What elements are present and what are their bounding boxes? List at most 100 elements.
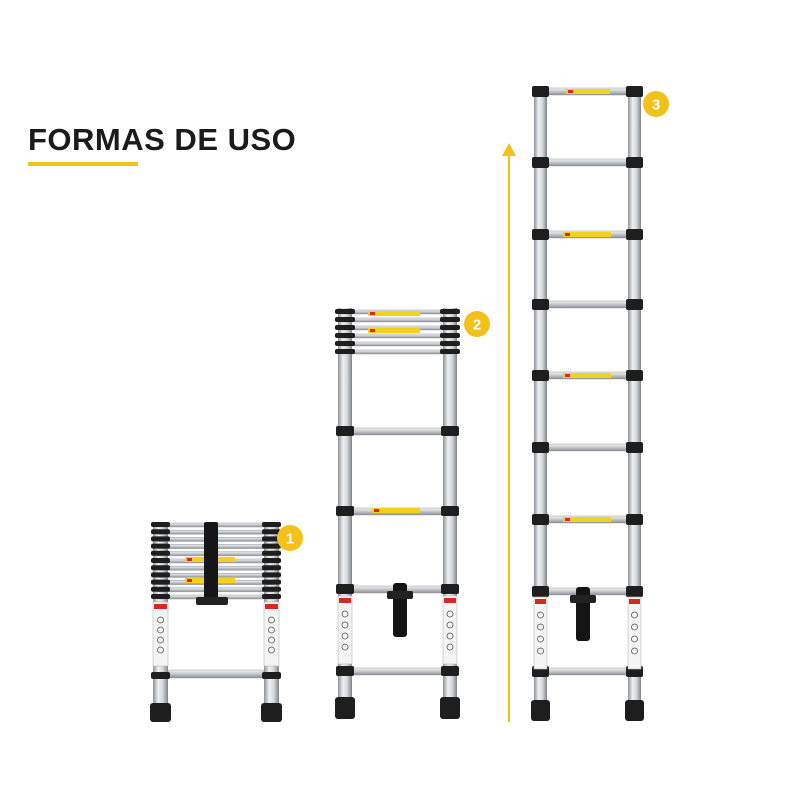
pictogram-icon bbox=[341, 643, 349, 651]
pictogram-icon bbox=[631, 635, 638, 643]
pictogram-icon bbox=[341, 621, 349, 629]
warning-label-mark bbox=[374, 509, 379, 512]
rubber-foot-icon bbox=[531, 700, 550, 721]
rail-clamp bbox=[532, 299, 549, 310]
rail-clamp bbox=[532, 229, 549, 240]
warning-label-mark bbox=[565, 233, 570, 236]
rail-clamp bbox=[626, 86, 643, 97]
sticker-red-band bbox=[444, 598, 456, 603]
rail-clamp bbox=[440, 341, 460, 346]
step-badge-number: 2 bbox=[473, 317, 481, 334]
instruction-sticker bbox=[442, 595, 458, 665]
ladder-rail bbox=[534, 88, 547, 718]
ladder-rung bbox=[546, 667, 629, 676]
rail-clamp bbox=[262, 522, 281, 527]
ladder-rung bbox=[546, 300, 629, 309]
ladder-rail bbox=[628, 88, 641, 718]
warning-label-mark bbox=[568, 90, 573, 93]
ladder-extended bbox=[531, 86, 644, 721]
rubber-foot-icon bbox=[150, 703, 171, 722]
rubber-foot-icon bbox=[625, 700, 644, 721]
pictogram-icon bbox=[157, 616, 164, 624]
rail-clamp bbox=[335, 317, 355, 322]
ladder-collapsed bbox=[150, 522, 282, 722]
rail-clamp bbox=[335, 325, 355, 330]
pictogram-icon bbox=[268, 626, 275, 634]
ladder-rung bbox=[340, 333, 454, 339]
step-badge-3 bbox=[643, 91, 669, 117]
instruction-sticker bbox=[263, 601, 280, 667]
strap-buckle bbox=[196, 597, 228, 605]
rail-clamp bbox=[262, 558, 281, 563]
rail-clamp bbox=[336, 426, 354, 436]
pictogram-icon bbox=[537, 611, 544, 619]
rail-clamp bbox=[532, 86, 549, 97]
rail-clamp bbox=[151, 572, 170, 578]
rail-clamp bbox=[440, 333, 460, 338]
rail-clamp bbox=[440, 317, 460, 322]
pictogram-icon bbox=[631, 611, 638, 619]
rail-clamp bbox=[626, 514, 643, 525]
rail-clamp bbox=[151, 594, 170, 599]
warning-label-mark bbox=[565, 374, 570, 377]
rail-clamp bbox=[335, 349, 355, 354]
rail-clamp bbox=[532, 586, 549, 597]
pictogram-icon bbox=[537, 647, 544, 655]
title-underline bbox=[28, 162, 138, 166]
rail-clamp bbox=[262, 672, 281, 679]
rail-clamp bbox=[151, 558, 170, 563]
sticker-red-band bbox=[154, 604, 167, 609]
warning-label bbox=[372, 508, 420, 513]
pictogram-icon bbox=[537, 623, 544, 631]
warning-label bbox=[563, 517, 611, 522]
pictogram-icon bbox=[446, 621, 454, 629]
strap-icon bbox=[204, 522, 218, 604]
sticker-red-band bbox=[339, 598, 351, 603]
rail-clamp bbox=[441, 506, 459, 516]
rail-clamp bbox=[336, 506, 354, 516]
rail-clamp bbox=[532, 514, 549, 525]
warning-label-mark bbox=[187, 558, 192, 561]
ladder-rung bbox=[546, 158, 629, 167]
rail-clamp bbox=[335, 341, 355, 346]
warning-label-mark bbox=[565, 518, 570, 521]
ladder-partial bbox=[335, 308, 460, 719]
sticker-red-band bbox=[265, 604, 278, 609]
rail-clamp bbox=[151, 586, 170, 592]
rail-clamp bbox=[151, 565, 170, 571]
rail-clamp bbox=[626, 157, 643, 168]
instruction-sticker bbox=[337, 595, 353, 665]
rail-clamp bbox=[262, 565, 281, 571]
strap-buckle bbox=[387, 591, 413, 599]
pictogram-icon bbox=[157, 636, 164, 644]
pictogram-icon bbox=[268, 636, 275, 644]
ladder-rung bbox=[340, 317, 454, 323]
rail-clamp bbox=[626, 229, 643, 240]
rail-clamp bbox=[532, 157, 549, 168]
warning-label bbox=[368, 311, 420, 316]
rail-clamp bbox=[532, 370, 549, 381]
rail-clamp bbox=[336, 666, 354, 676]
pictogram-icon bbox=[446, 610, 454, 618]
ladder-rung bbox=[351, 667, 444, 676]
warning-label-mark bbox=[370, 312, 375, 315]
rail-clamp bbox=[151, 522, 170, 527]
rubber-foot-icon bbox=[335, 697, 355, 719]
instruction-sticker bbox=[533, 596, 548, 670]
pictogram-icon bbox=[268, 616, 275, 624]
rail-clamp bbox=[440, 349, 460, 354]
warning-label-mark bbox=[187, 579, 192, 582]
rail-clamp bbox=[262, 579, 281, 585]
rail-clamp bbox=[151, 550, 170, 556]
warning-label bbox=[563, 232, 611, 237]
rail-clamp bbox=[626, 370, 643, 381]
rail-clamp bbox=[262, 594, 281, 599]
page-title: FORMAS DE USO bbox=[28, 122, 297, 157]
warning-label bbox=[563, 373, 611, 378]
instruction-sticker bbox=[627, 596, 642, 670]
sticker-red-band bbox=[535, 599, 546, 604]
pictogram-icon bbox=[341, 632, 349, 640]
pictogram-icon bbox=[537, 635, 544, 643]
rail-clamp bbox=[626, 586, 643, 597]
rail-clamp bbox=[626, 299, 643, 310]
